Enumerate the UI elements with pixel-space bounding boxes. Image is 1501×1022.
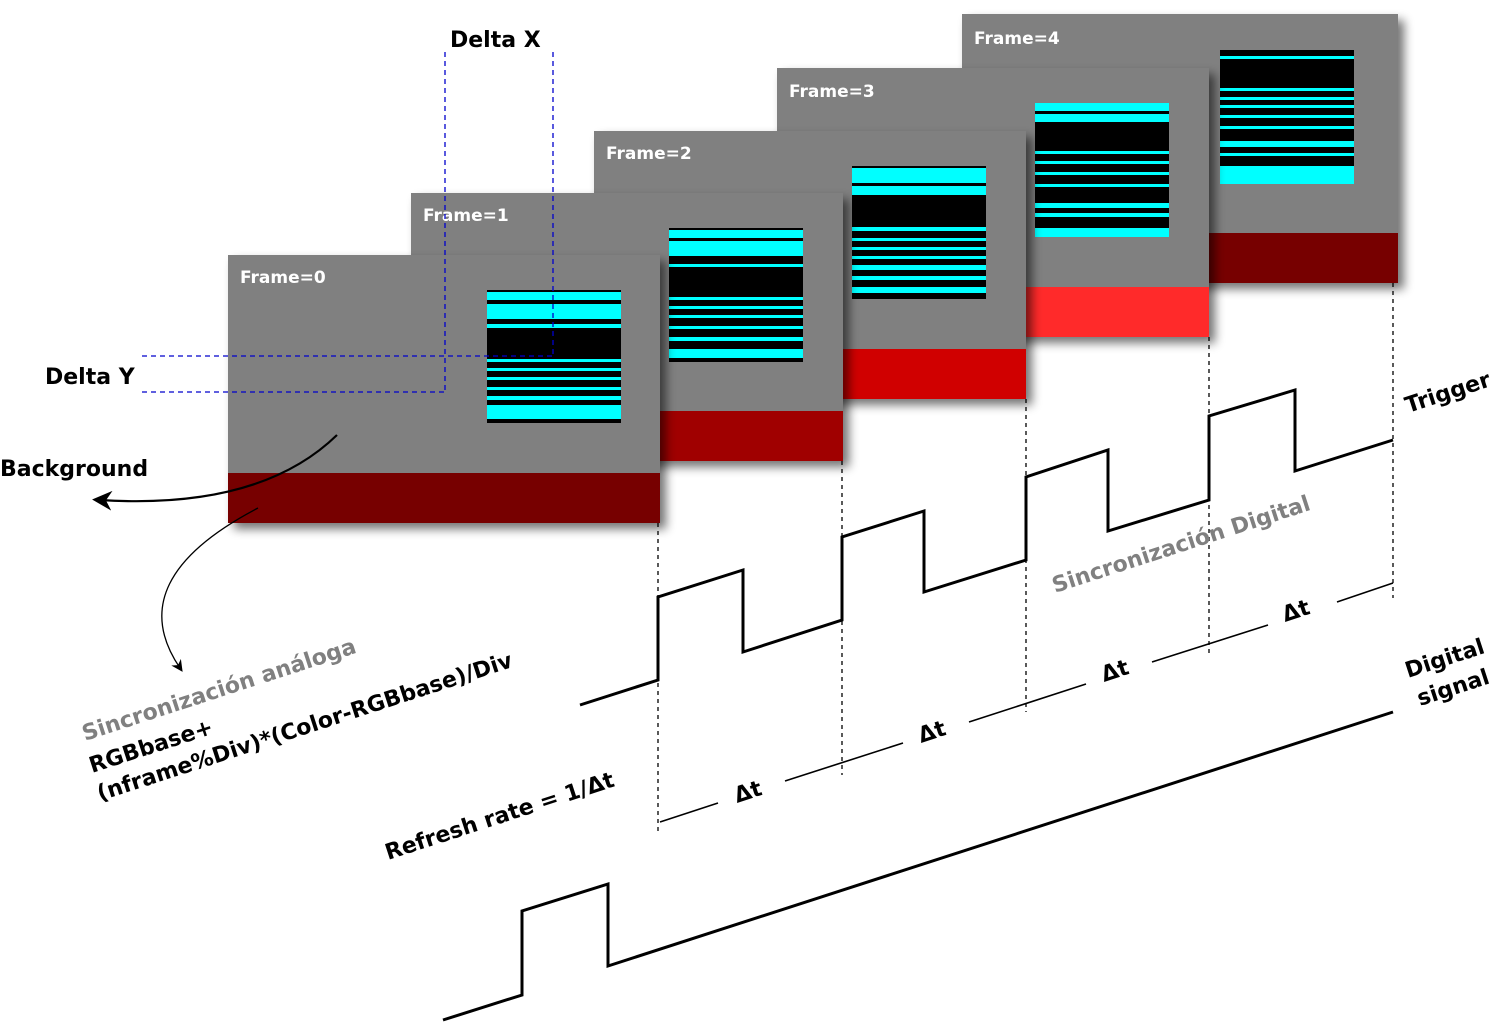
trigger-waveform [579,387,1394,707]
background-label: Background [0,457,148,482]
delta-y-label: Delta Y [45,365,136,390]
delta-t-label-2: Δt [915,716,949,748]
frame-0-bar [228,473,660,523]
delta-guides [142,52,554,393]
analog-sync-arrow [161,507,259,672]
frame-label: Frame=3 [789,82,875,102]
frame-label: Frame=1 [423,206,509,226]
delta-t-label-1: Δt [731,776,765,808]
delta-t-label-4: Δt [1279,595,1313,627]
stripe-pattern [1035,103,1169,237]
digital-signal-waveform [442,710,1394,1022]
frame-0: Frame=0 [228,255,660,523]
delta-t-label-3: Δt [1098,655,1132,687]
stripe-pattern [852,166,986,299]
refresh-rate-label: Refresh rate = 1/Δt [382,768,618,866]
stripe-pattern [1220,50,1354,184]
delta-x-label: Delta X [450,28,541,53]
stripe-pattern [669,228,803,362]
stripe-pattern [487,290,621,423]
frame-label: Frame=4 [974,29,1060,49]
frame-label: Frame=2 [606,144,692,164]
frame-label: Frame=0 [240,268,326,288]
time-axis [659,582,1394,823]
trigger-label: Trigger [1402,368,1494,419]
background-arrow [92,434,338,511]
